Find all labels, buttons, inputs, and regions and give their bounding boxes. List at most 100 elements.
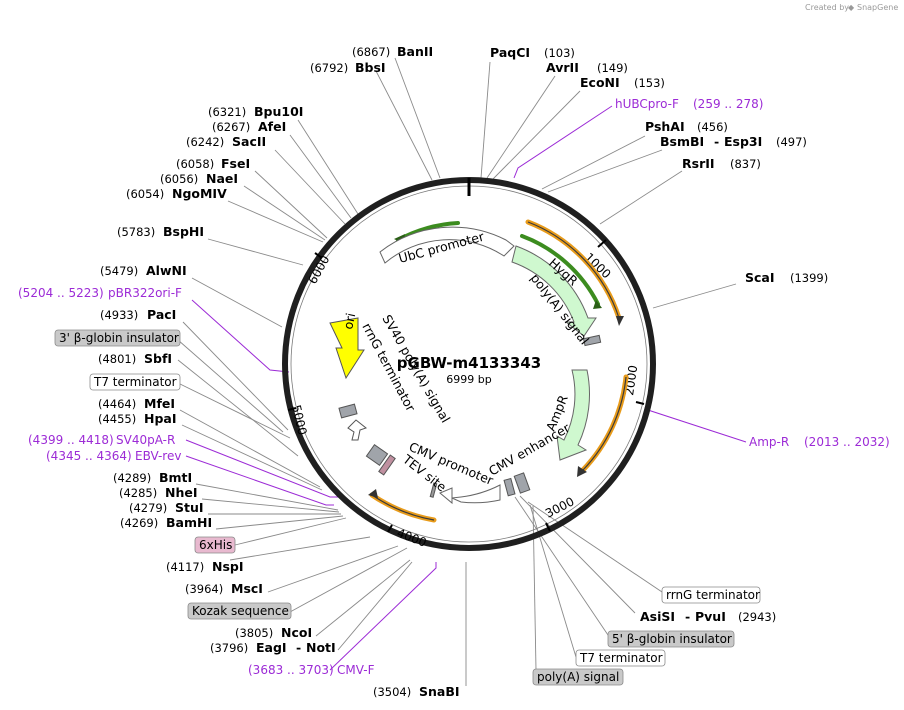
site-name-paqci: PaqCI xyxy=(490,45,530,60)
primer-name-amp-r: Amp-R xyxy=(749,435,789,449)
site-name-banii: BanII xyxy=(397,44,433,59)
kozak-label: Kozak sequence xyxy=(192,604,289,618)
site-name-mfei: MfeI xyxy=(144,396,175,411)
site-name-scai: ScaI xyxy=(745,270,775,285)
site-separator-asisi: - xyxy=(685,609,690,624)
site-pos-afei: (6267) xyxy=(212,120,250,134)
five-prime-insulator-label: 5' β-globin insulator xyxy=(612,632,732,646)
credit-prefix: Created by xyxy=(805,3,849,12)
site-pos-bmti: (4289) xyxy=(113,471,151,485)
site-separator-bsmbi: - xyxy=(714,134,719,149)
site-pos-mfei: (4464) xyxy=(98,397,136,411)
site-pos-paci: (4933) xyxy=(100,308,138,322)
site-pos-ncoi: (3805) xyxy=(235,626,273,640)
site-pos-sbfi: (4801) xyxy=(98,352,136,366)
site-name-econi: EcoNI xyxy=(580,75,620,90)
site-pos-nhei: (4285) xyxy=(119,486,157,500)
site-pos-stui: (4279) xyxy=(129,501,167,515)
site-name-nspi: NspI xyxy=(212,559,244,574)
snapgene-logo-icon: ◆ xyxy=(848,3,855,12)
primer-name-hubcpro-f: hUBCpro-F xyxy=(615,97,679,111)
rrng-terminator-label-box xyxy=(661,586,761,604)
site-name-bsphi: BspHI xyxy=(163,224,204,239)
plasmid-name: pGBW-m4133343 xyxy=(397,354,541,372)
tev-site-box xyxy=(429,482,438,498)
orf-arcs-orange-inner xyxy=(371,221,627,521)
rrng-terminator-label: rrnG terminator xyxy=(666,588,760,602)
polya-signal-box xyxy=(582,334,602,347)
hygr-feature xyxy=(511,245,597,337)
t7-terminator-right-label: T7 terminator xyxy=(579,651,663,665)
site-pos-bsmbi: (497) xyxy=(776,135,807,149)
site-pos-asisi: (2943) xyxy=(738,610,776,624)
site-name-esp3i: Esp3I xyxy=(724,134,762,149)
site-pos-alwni: (5479) xyxy=(100,264,138,278)
primer-range-cmv-f: (3683 .. 3703) xyxy=(248,663,334,677)
site-name-hpai: HpaI xyxy=(144,411,177,426)
site-pos-econi: (153) xyxy=(634,76,665,90)
t7-terminator-left-label: T7 terminator xyxy=(93,375,177,389)
site-name-fsei: FseI xyxy=(221,156,250,171)
primer-range-hubcpro-f: (259 .. 278) xyxy=(693,97,763,111)
site-pos-sacii: (6242) xyxy=(186,135,224,149)
site-pos-bpu10i: (6321) xyxy=(208,105,246,119)
site-name-bsmbi: BsmBI xyxy=(660,134,704,149)
site-name-asisi: AsiSI xyxy=(640,609,675,624)
three-prime-insulator-label-box xyxy=(54,329,181,347)
primer-range-amp-r: (2013 .. 2032) xyxy=(804,435,890,449)
6xhis-box xyxy=(378,454,396,476)
ori-feature xyxy=(329,317,365,380)
site-name-snabi: SnaBI xyxy=(419,684,460,699)
t7-terminator-right-label-box xyxy=(575,649,666,667)
site-name-sacii: SacII xyxy=(232,134,266,149)
primer-range-sv40pa-r: (4399 .. 4418) xyxy=(28,433,114,447)
primer-name-cmv-f: CMV-F xyxy=(337,663,375,677)
site-pos-ngomiv: (6054) xyxy=(126,187,164,201)
site-name-ngomiv: NgoMIV xyxy=(172,186,227,201)
orf-arrowheads xyxy=(368,316,624,498)
primer-name-ebv-rev: EBV-rev xyxy=(135,449,181,463)
site-name-pshai: PshAI xyxy=(645,119,685,134)
beta-globin-insulator-box xyxy=(503,477,516,497)
tick-4000: 4000 xyxy=(395,526,429,550)
kozak-label-box xyxy=(187,602,292,620)
primer-range-ebv-rev: (4345 .. 4364) xyxy=(46,449,132,463)
tick-marks xyxy=(287,239,645,533)
site-name-noti: NotI xyxy=(306,640,336,655)
site-name-afei: AfeI xyxy=(258,119,286,134)
kozak-box xyxy=(365,443,389,467)
site-name-eagi: EagI xyxy=(256,640,287,655)
site-pos-hpai: (4455) xyxy=(98,412,136,426)
site-pos-bamhi: (4269) xyxy=(120,516,158,530)
primer-range-pbr322ori-f: (5204 .. 5223) xyxy=(18,286,104,300)
three-prime-insulator-label: 3' β-globin insulator xyxy=(59,331,179,345)
t7-terminator-left-label-box xyxy=(89,373,181,391)
site-pos-msci: (3964) xyxy=(185,582,223,596)
site-pos-rsrii: (837) xyxy=(730,157,761,171)
site-name-paci: PacI xyxy=(147,307,176,322)
primer-name-pbr322ori-f: pBR322ori-F xyxy=(108,286,182,300)
three-prime-insulator-box xyxy=(338,403,358,419)
site-name-avrii: AvrII xyxy=(546,60,579,75)
ampr-feature xyxy=(556,369,590,461)
polya-signal-outer-label: poly(A) signal xyxy=(537,670,619,684)
site-pos-snabi: (3504) xyxy=(373,685,411,699)
site-separator-eagi: - xyxy=(296,640,301,655)
site-name-bamhi: BamHI xyxy=(166,515,212,530)
primer-name-sv40pa-r: SV40pA-R xyxy=(116,433,175,447)
site-pos-nspi: (4117) xyxy=(166,560,204,574)
site-name-msci: MscI xyxy=(231,581,263,596)
five-prime-insulator-label-box xyxy=(607,630,735,648)
site-name-bmti: BmtI xyxy=(159,470,192,485)
site-pos-banii: (6867) xyxy=(352,45,390,59)
site-pos-bsphi: (5783) xyxy=(117,225,155,239)
site-pos-avrii: (149) xyxy=(597,61,628,75)
site-name-stui: StuI xyxy=(175,500,204,515)
tick-5000: 5000 xyxy=(289,404,310,437)
site-pos-pshai: (456) xyxy=(697,120,728,134)
site-pos-naei: (6056) xyxy=(160,172,198,186)
plasmid-length: 6999 bp xyxy=(446,373,491,386)
site-pos-fsei: (6058) xyxy=(176,157,214,171)
